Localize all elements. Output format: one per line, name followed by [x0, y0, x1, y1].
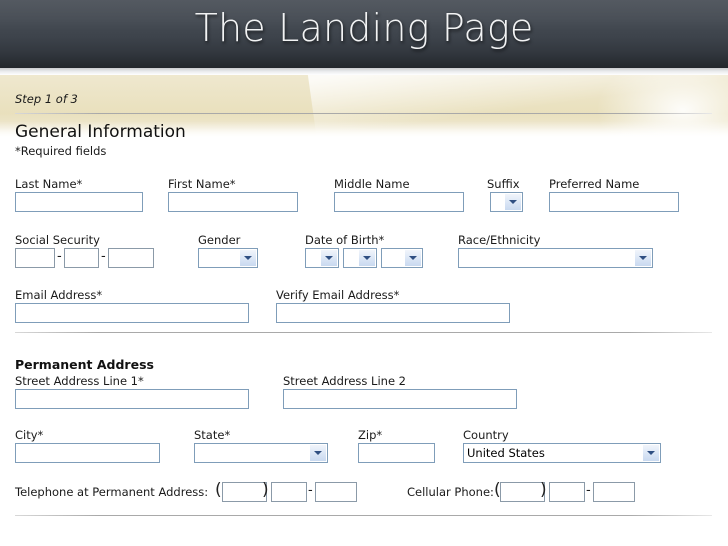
label-last-name: Last Name* — [15, 177, 83, 191]
dob-month-select[interactable] — [305, 248, 339, 268]
telephone-prefix-input[interactable] — [271, 482, 307, 502]
chevron-down-icon[interactable] — [504, 194, 521, 210]
cellular-line-input[interactable] — [593, 482, 635, 502]
label-gender: Gender — [198, 233, 241, 247]
ssn-part2-input[interactable] — [64, 248, 99, 268]
banner-glow — [598, 75, 728, 137]
required-fields-note: *Required fields — [15, 144, 107, 158]
dob-day-select[interactable] — [343, 248, 377, 268]
email-address-input[interactable] — [15, 303, 249, 323]
step-divider — [15, 113, 712, 114]
section-heading-permanent-address: Permanent Address — [15, 357, 154, 372]
label-preferred-name: Preferred Name — [549, 177, 640, 191]
race-ethnicity-select[interactable] — [458, 248, 653, 268]
chevron-down-icon[interactable] — [309, 445, 326, 461]
label-race-ethnicity: Race/Ethnicity — [458, 233, 541, 247]
cellular-area-input[interactable] — [500, 482, 545, 502]
general-section-divider — [15, 332, 712, 333]
city-input[interactable] — [15, 443, 160, 463]
label-suffix: Suffix — [487, 177, 520, 191]
chevron-down-icon[interactable] — [358, 250, 375, 266]
ssn-separator-2: - — [101, 249, 106, 264]
telephone-line-input[interactable] — [315, 482, 357, 502]
suffix-select[interactable] — [490, 192, 523, 212]
dob-year-select[interactable] — [381, 248, 423, 268]
banner-streak — [300, 75, 728, 137]
bottom-divider — [15, 515, 712, 516]
label-verify-email-address: Verify Email Address* — [276, 288, 400, 302]
cellular-open-paren: ( — [494, 480, 501, 500]
label-city: City* — [15, 428, 44, 442]
middle-name-input[interactable] — [334, 192, 464, 212]
telephone-close-paren: ) — [262, 480, 269, 500]
street-address-2-input[interactable] — [283, 389, 517, 409]
verify-email-address-input[interactable] — [276, 303, 510, 323]
label-state: State* — [194, 428, 231, 442]
page-title: The Landing Page — [194, 6, 534, 50]
state-select[interactable] — [194, 443, 328, 463]
last-name-input[interactable] — [15, 192, 143, 212]
country-select[interactable]: United States — [463, 443, 661, 463]
header-divider — [0, 68, 728, 75]
telephone-dash: - — [308, 483, 313, 498]
label-zip: Zip* — [358, 428, 383, 442]
section-heading-general: General Information — [15, 122, 186, 142]
chevron-down-icon[interactable] — [239, 250, 256, 266]
chevron-down-icon[interactable] — [634, 250, 651, 266]
label-middle-name: Middle Name — [334, 177, 410, 191]
preferred-name-input[interactable] — [549, 192, 679, 212]
first-name-input[interactable] — [168, 192, 298, 212]
cellular-prefix-input[interactable] — [549, 482, 585, 502]
country-select-value: United States — [467, 446, 545, 460]
cellular-close-paren: ) — [540, 480, 547, 500]
label-telephone: Telephone at Permanent Address: — [15, 485, 209, 499]
label-street-address-1: Street Address Line 1* — [15, 374, 144, 388]
telephone-open-paren: ( — [215, 480, 222, 500]
street-address-1-input[interactable] — [15, 389, 249, 409]
label-street-address-2: Street Address Line 2 — [283, 374, 406, 388]
ssn-part1-input[interactable] — [15, 248, 55, 268]
ssn-separator-1: - — [57, 249, 62, 264]
cellular-dash: - — [586, 483, 591, 498]
ssn-part3-input[interactable] — [108, 248, 154, 268]
gender-select[interactable] — [198, 248, 258, 268]
label-cellular-phone: Cellular Phone: — [407, 485, 494, 499]
label-country: Country — [463, 428, 509, 442]
chevron-down-icon[interactable] — [642, 445, 659, 461]
label-email-address: Email Address* — [15, 288, 103, 302]
label-date-of-birth: Date of Birth* — [305, 233, 385, 247]
page-header: The Landing Page — [0, 0, 728, 68]
step-indicator: Step 1 of 3 — [15, 92, 78, 106]
chevron-down-icon[interactable] — [404, 250, 421, 266]
label-social-security: Social Security — [15, 233, 100, 247]
zip-input[interactable] — [358, 443, 435, 463]
label-first-name: First Name* — [168, 177, 236, 191]
chevron-down-icon[interactable] — [320, 250, 337, 266]
telephone-area-input[interactable] — [222, 482, 267, 502]
